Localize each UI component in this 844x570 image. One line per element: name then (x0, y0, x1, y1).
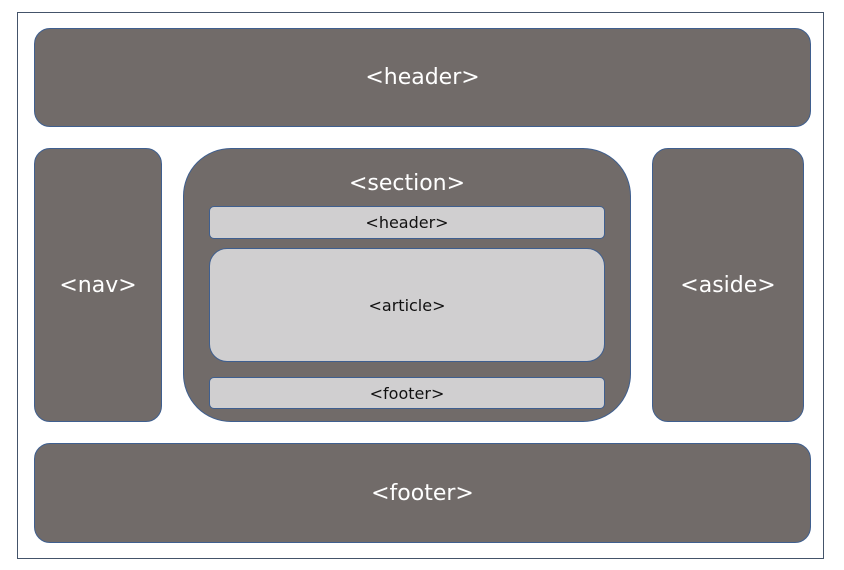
header-block: <header> (34, 28, 811, 127)
article-block: <article> (209, 248, 605, 362)
section-block-label: <section> (348, 171, 466, 196)
section-footer-label: <footer> (369, 383, 445, 403)
nav-block: <nav> (34, 148, 162, 422)
header-block-label: <header> (365, 65, 480, 90)
aside-block: <aside> (652, 148, 804, 422)
footer-block-label: <footer> (371, 480, 474, 506)
article-label: <article> (368, 295, 446, 315)
nav-block-label: <nav> (59, 272, 137, 298)
section-header-block: <header> (209, 206, 605, 239)
footer-block: <footer> (34, 443, 811, 543)
aside-block-label: <aside> (680, 272, 776, 298)
section-footer-block: <footer> (209, 377, 605, 409)
section-header-label: <header> (365, 213, 449, 232)
